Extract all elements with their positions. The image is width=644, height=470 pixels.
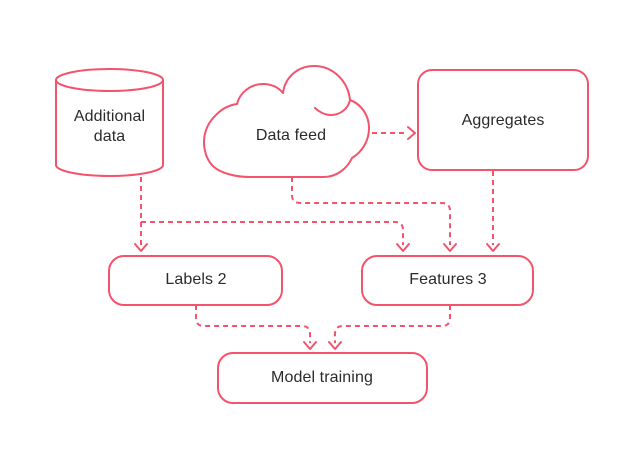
database-cylinder-icon: [55, 68, 164, 177]
node-features-3: [361, 255, 534, 306]
edge-datafeed-to-aggregates: [372, 126, 416, 140]
edge-features-to-model: [328, 305, 451, 350]
arrow-down-icon: [396, 243, 410, 252]
node-aggregates: [417, 69, 589, 171]
arrow-right-icon: [407, 126, 416, 140]
aggregates-label: Aggregates: [461, 112, 545, 129]
arrow-down-icon: [328, 341, 342, 350]
node-data-feed: [203, 65, 370, 178]
edge-additional-to-features: [141, 221, 410, 252]
data-feed-label: Data feed: [255, 127, 327, 144]
features-3-label: Features 3: [409, 271, 487, 288]
node-model-training: [217, 352, 428, 404]
arrow-down-icon: [303, 341, 317, 350]
node-additional-data: [55, 68, 164, 177]
arrow-down-icon: [443, 243, 457, 252]
arrow-down-icon: [486, 243, 500, 252]
edge-datafeed-to-features: [291, 177, 457, 252]
labels-2-label: Labels 2: [165, 271, 227, 288]
additional-data-label: Additional data: [73, 108, 146, 145]
edge-labels-to-model: [195, 305, 317, 350]
cloud-icon: [203, 65, 370, 178]
node-labels-2: [108, 255, 283, 306]
model-training-label: Model training: [271, 369, 373, 386]
arrow-down-icon: [134, 243, 148, 252]
edge-additional-to-labels: [134, 177, 148, 252]
edge-aggregates-to-features: [486, 171, 500, 252]
